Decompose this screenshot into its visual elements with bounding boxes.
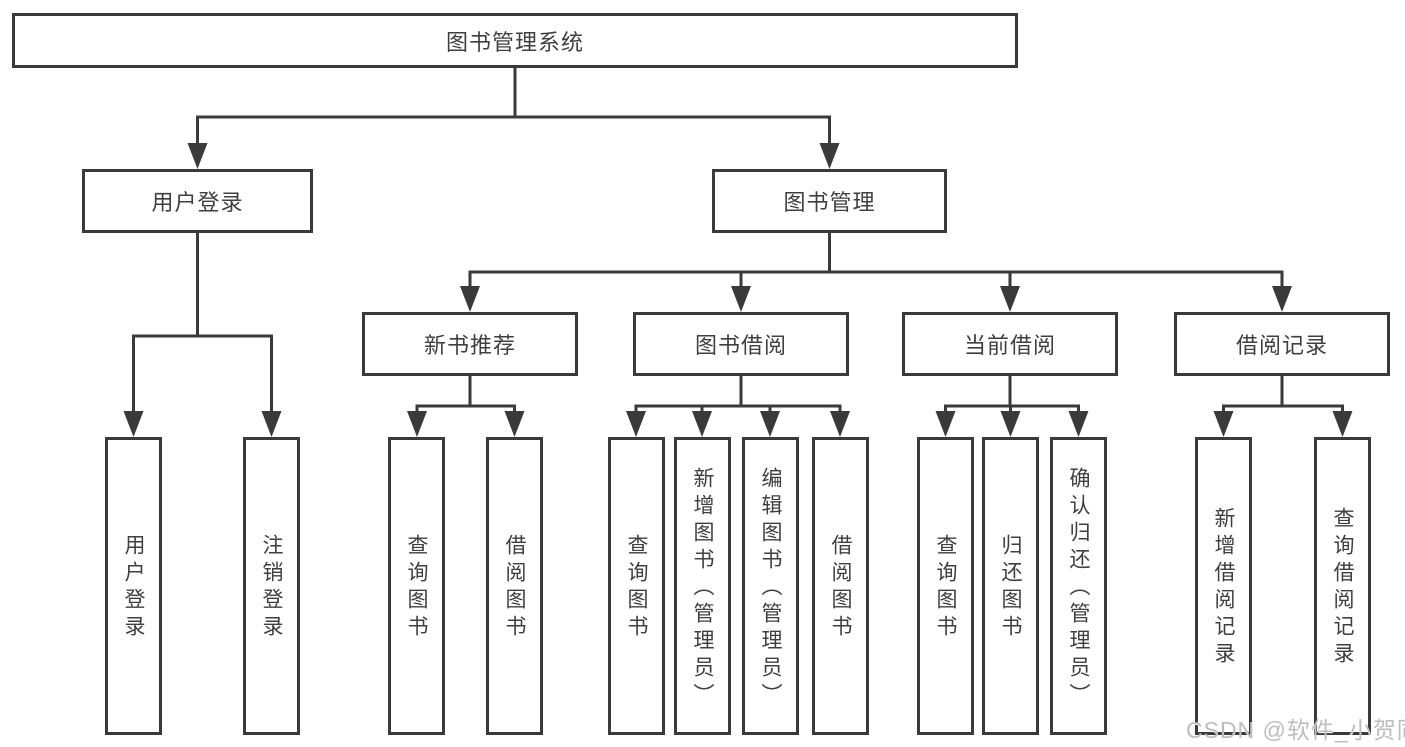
leaf-borrow-books-recommend: 借阅图书 — [486, 437, 543, 735]
leaf-query-books-recommend: 查询图书 — [388, 437, 445, 735]
leaf-query-books-current: 查询图书 — [917, 437, 974, 735]
leaf-return-books: 归还图书 — [982, 437, 1039, 735]
leaf-confirm-return-admin: 确认归还（管理员） — [1050, 437, 1107, 735]
node-borrow-records: 借阅记录 — [1174, 312, 1390, 376]
leaf-query-borrow-record: 查询借阅记录 — [1314, 437, 1371, 735]
leaf-user-login: 用户登录 — [105, 437, 162, 735]
node-user-login: 用户登录 — [82, 169, 313, 233]
leaf-borrow-books: 借阅图书 — [812, 437, 869, 735]
leaf-query-books-borrow: 查询图书 — [608, 437, 665, 735]
node-book-borrow: 图书借阅 — [633, 312, 849, 376]
node-current-borrow: 当前借阅 — [902, 312, 1118, 376]
leaf-logout: 注销登录 — [243, 437, 300, 735]
node-book-management: 图书管理 — [712, 169, 947, 233]
leaf-add-books-admin: 新增图书（管理员） — [674, 437, 731, 735]
node-library-management-system: 图书管理系统 — [12, 13, 1018, 68]
leaf-add-borrow-record: 新增借阅记录 — [1195, 437, 1252, 735]
csdn-watermark: CSDN @软件_小贺同学 — [1186, 717, 1405, 743]
leaf-edit-books-admin: 编辑图书（管理员） — [742, 437, 799, 735]
node-new-book-recommend: 新书推荐 — [362, 312, 578, 376]
